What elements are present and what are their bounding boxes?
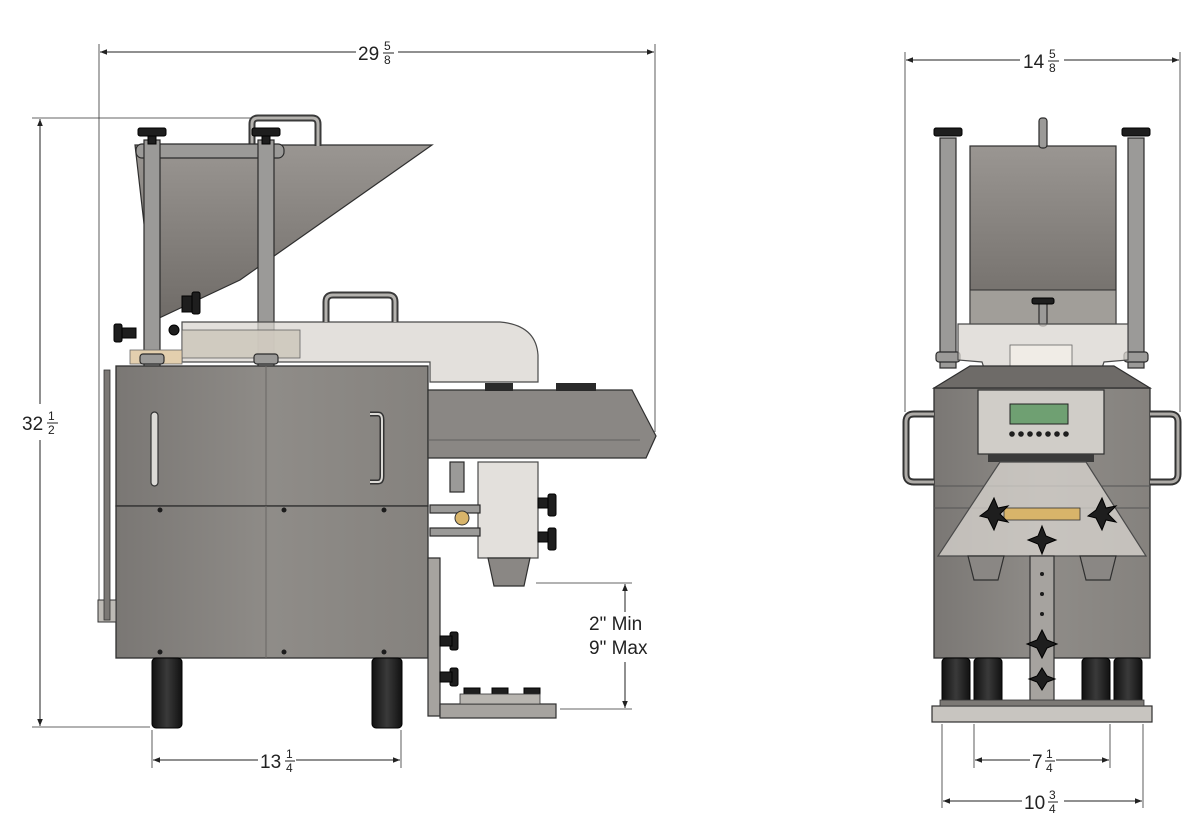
svg-text:13: 13 [260, 752, 281, 773]
front-handle-right [1150, 410, 1182, 486]
svg-text:14: 14 [1023, 52, 1045, 73]
side-view [97, 114, 657, 729]
side-body-lower [115, 505, 429, 659]
dim-side-leg-span: 13 1 4 [260, 747, 295, 775]
dim-front-base-width: 10 3 4 [1024, 788, 1058, 816]
svg-text:5: 5 [384, 39, 391, 53]
svg-text:5: 5 [1049, 47, 1056, 61]
clearance-min-note: 2" Min [589, 614, 642, 635]
dim-side-width: 29 5 8 [358, 39, 394, 67]
front-post-right [1127, 137, 1145, 369]
front-handle-left [902, 410, 934, 486]
svg-text:7: 7 [1032, 752, 1043, 773]
svg-text:1: 1 [1046, 747, 1053, 761]
svg-text:3: 3 [1049, 788, 1056, 802]
side-output-chute [427, 389, 657, 459]
svg-text:29: 29 [358, 44, 379, 65]
svg-text:4: 4 [1049, 802, 1056, 816]
side-drip-tray [439, 703, 557, 719]
front-base-plate [931, 705, 1153, 723]
svg-text:2: 2 [48, 423, 55, 437]
clearance-max-note: 9" Max [589, 638, 648, 659]
svg-text:4: 4 [286, 761, 293, 775]
side-tray-bracket [427, 557, 441, 717]
front-view [902, 117, 1182, 723]
svg-text:8: 8 [384, 53, 391, 67]
svg-text:1: 1 [48, 409, 55, 423]
side-dimensions: 29 5 8 32 1 2 13 1 4 2" [22, 39, 656, 775]
side-post-left [143, 139, 161, 386]
svg-text:32: 32 [22, 414, 43, 435]
front-dimensions: 14 5 8 7 1 4 10 3 4 [904, 47, 1181, 816]
front-lcd-display [1009, 403, 1069, 425]
side-leg-right [371, 657, 403, 729]
svg-text:4: 4 [1046, 761, 1053, 775]
svg-text:8: 8 [1049, 61, 1056, 75]
dim-side-height: 32 1 2 [22, 409, 58, 437]
side-leg-left [151, 657, 183, 729]
front-keypad [1009, 431, 1069, 437]
svg-text:10: 10 [1024, 793, 1045, 814]
dim-front-width: 14 5 8 [1023, 47, 1059, 75]
side-dispense-head [477, 461, 539, 559]
dim-front-inner-span: 7 1 4 [1032, 747, 1055, 775]
front-post-left [939, 137, 957, 369]
svg-text:1: 1 [286, 747, 293, 761]
